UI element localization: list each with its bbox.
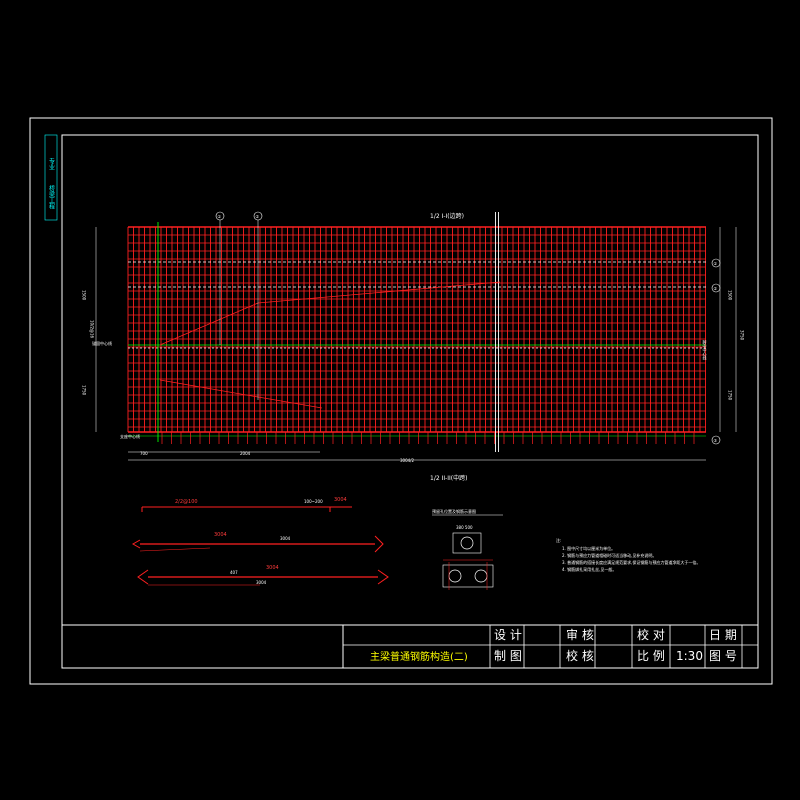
bar1-mid: 3004	[214, 532, 227, 538]
bar3-len: 3004	[266, 565, 279, 571]
dim-right-lower: 1750	[728, 390, 733, 401]
section-detail-title: 预留孔位置及钢筋示意图	[432, 508, 476, 514]
marker-label-3: ③	[714, 438, 718, 443]
anchor-centerline-label: 锚固中心线	[92, 340, 112, 346]
callout-bubble-1	[215, 211, 225, 221]
stamp-text-2: 桥梁工程	[48, 184, 55, 210]
notes-heading: 注:	[556, 537, 561, 543]
inner-frame	[61, 134, 759, 669]
bar2-len: 3004	[334, 497, 347, 503]
tb-design: 设 计	[494, 628, 522, 642]
stamp-box	[44, 134, 58, 221]
callout-label-2: ②	[256, 214, 260, 219]
bar3-mid: 407	[230, 570, 238, 575]
elevation-title-top: 1/2 I-I(边跨)	[430, 212, 464, 220]
tb-date: 日 期	[709, 628, 737, 642]
bar1-len: 3004	[280, 536, 291, 541]
bar-detail-3	[137, 569, 389, 586]
note-line-2: 2. 钢筋与预应力管道相碰时可适当移动,见补充说明。	[562, 552, 656, 558]
marker-label-2: ②	[714, 286, 718, 291]
tb-scale-label: 比 例	[637, 649, 665, 663]
tb-scale-value: 1:30	[676, 649, 703, 663]
tb-sheet-no: 图 号	[709, 649, 737, 663]
dim-right-upper: 1500	[728, 290, 733, 301]
tb-review: 审 核	[566, 627, 594, 642]
diagonal-bar-3	[159, 379, 259, 398]
bar1-top-label: 2/2@100	[175, 499, 198, 505]
dim-left-lower: 1750	[82, 385, 87, 396]
callout-label-1: ①	[218, 214, 222, 219]
dim-left-mid: 10/2@16	[90, 320, 95, 339]
dim-right-total: 3750	[740, 330, 745, 341]
bar2-small: 100~200	[304, 499, 323, 504]
section-dim: 380 500	[456, 525, 473, 530]
marker-bubble-3	[711, 435, 721, 445]
elevation-title-bottom: 1/2 II-II(中跨)	[430, 474, 468, 482]
tb-draw: 制 图	[494, 649, 522, 663]
diagonal-bar-4	[257, 396, 323, 409]
drawing-title: 主梁普通钢筋构造(二)	[370, 650, 468, 663]
dim-left-upper: 1500	[82, 290, 87, 301]
stamp-text-1: 专业	[48, 157, 55, 170]
support-centerline-label: 支座中心线	[120, 433, 140, 439]
bar3-sub: 3004	[256, 580, 267, 585]
tb-check: 校 对	[637, 627, 665, 642]
diagonal-bar-2	[257, 281, 501, 304]
diagonal-bar-1	[159, 302, 259, 346]
callout-bubble-2	[253, 211, 263, 221]
marker-label-1: ①	[714, 261, 718, 266]
outer-frame	[29, 117, 773, 685]
marker-bubble-2	[711, 283, 721, 293]
note-line-3: 3. 普通钢筋的搭接长度应满足规范要求,保证钢筋与预应力管道净距大于一倍。	[562, 559, 700, 565]
rebar-elevation	[95, 212, 737, 461]
title-block	[62, 624, 758, 668]
note-line-1: 1. 图中尺寸均以厘米为单位。	[562, 545, 615, 551]
tb-check2: 校 核	[566, 648, 594, 663]
dim-bottom-mid: 2004	[240, 451, 251, 456]
dim-bottom-total: 3004/2	[400, 458, 415, 463]
dim-bottom-left: 700	[140, 451, 148, 456]
note-line-4: 4. 钢筋绑扎采用扎丝,见一般。	[562, 566, 616, 572]
bar-detail-1	[131, 506, 384, 553]
section-detail-drawing	[442, 532, 494, 590]
midspan-centerline-label: 跨中中心线	[703, 339, 708, 360]
marker-bubble-1	[711, 258, 721, 268]
